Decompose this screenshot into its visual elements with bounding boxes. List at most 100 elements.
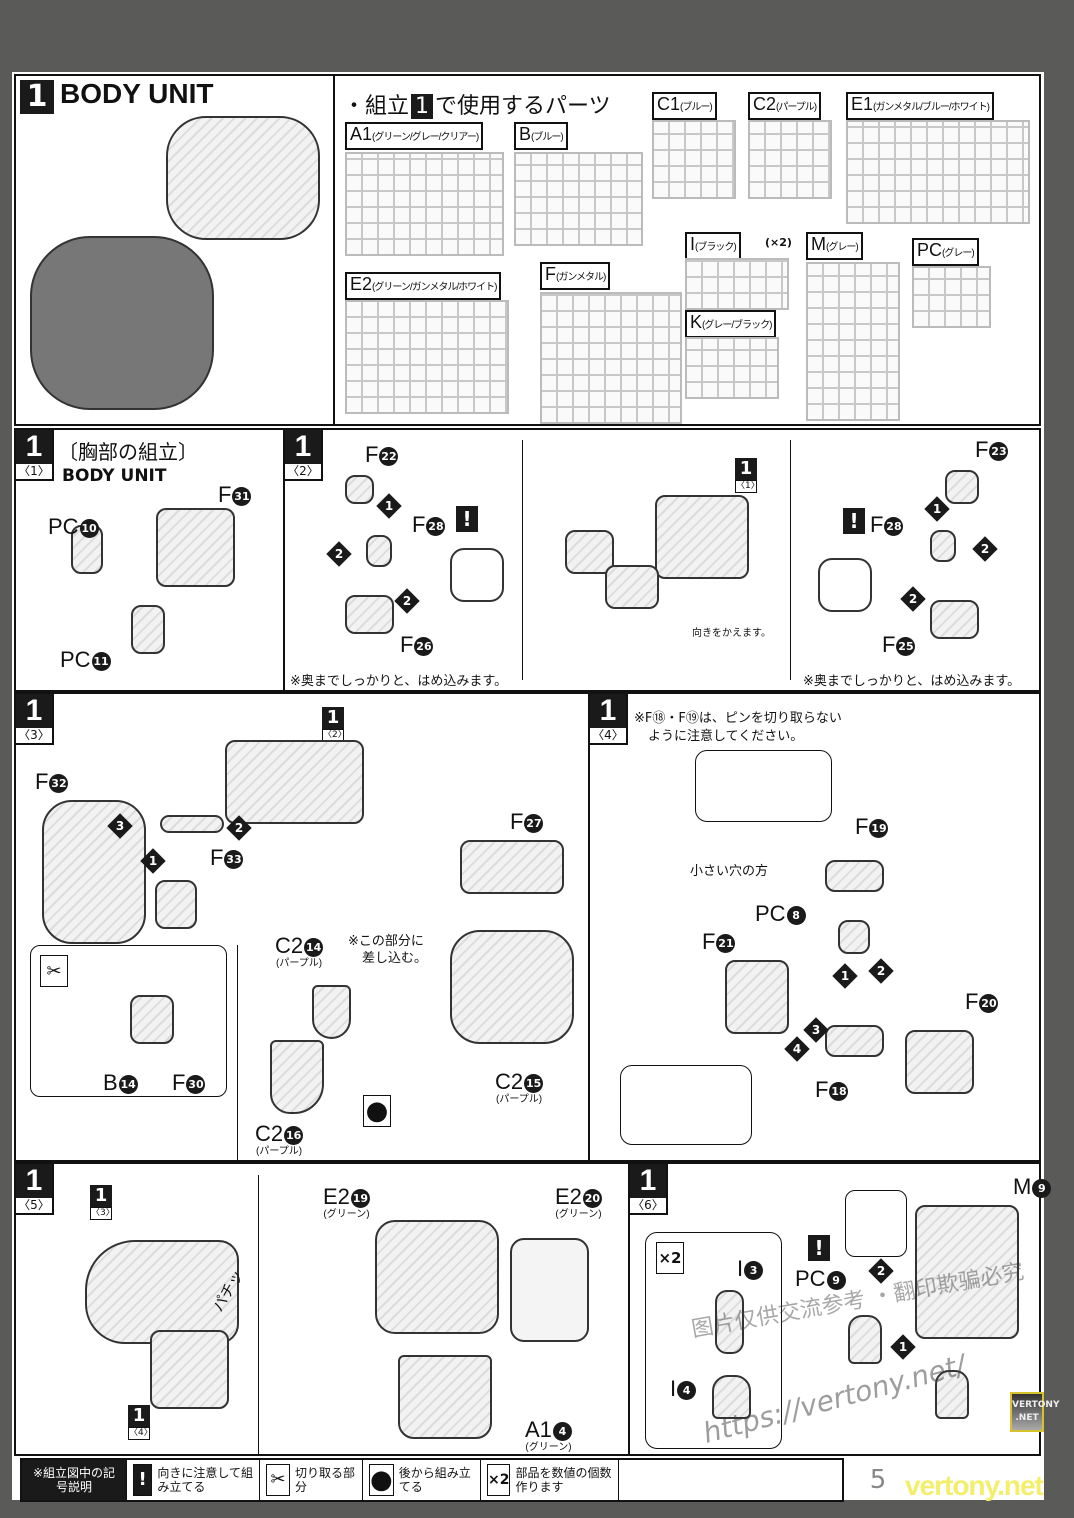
divider (237, 945, 238, 1160)
assembled-body-illustration-top (166, 116, 320, 240)
runner-i (685, 258, 789, 310)
step-order-2-icon: 2 (326, 541, 352, 567)
step-badge: 1〈3〉 (16, 694, 54, 745)
ref-step-1-1: 1〈1〉 (735, 458, 760, 493)
part-f27 (460, 840, 564, 894)
part-f30 (130, 995, 174, 1044)
detail-inset (30, 945, 227, 1097)
turn-note: 向きをかえます。 (692, 628, 771, 639)
runner-label-k: K(グレー/ブラック) (685, 310, 777, 338)
legend-item-orientation: !向きに注意して組み立てる (127, 1460, 260, 1500)
part-step4-assembly (150, 1330, 229, 1409)
step-order-1-icon: 1 (924, 496, 950, 522)
step-badge: 1〈2〉 (285, 430, 323, 481)
step-order-1-icon: 1 (832, 963, 858, 989)
runner-e1 (846, 120, 1030, 224)
runner-label-pc: PC(グレー) (912, 238, 979, 266)
step-order-3-icon: 3 (803, 1017, 829, 1043)
vertony-logo: VERTONY .NET (1010, 1392, 1059, 1432)
fit-note-right: ※奥までしっかりと、はめ込みます。 (803, 674, 1021, 689)
step-order-3-icon: 3 (107, 813, 133, 839)
runner-label-e2: E2(グリーン/ガンメタル/ホワイト) (345, 272, 502, 300)
exclamation-icon: ! (133, 1464, 153, 1496)
step-subtitle: BODY UNIT (62, 466, 167, 486)
runner-label-e1: E1(ガンメタル/ブルー/ホワイト) (846, 92, 994, 120)
part-a1-4 (398, 1355, 492, 1439)
pin-note-line1: ※F⑱・F⑲は、ピンを切り取らない (634, 711, 842, 726)
runner-label-c1: C1(ブルー) (652, 92, 717, 120)
legend-text: 向きに注意して組み立てる (157, 1466, 253, 1494)
part-pc11 (131, 605, 165, 654)
step-order-2-icon: 2 (394, 588, 420, 614)
part-f18 (825, 1025, 884, 1057)
runner-label-f: F(ガンメタル) (540, 262, 611, 290)
step-order-1-icon: 1 (376, 493, 402, 519)
runner-c2 (748, 120, 832, 199)
detail-callout (450, 548, 504, 602)
runner-label-c2: C2(パープル) (748, 92, 822, 120)
step-order-2-icon: 2 (900, 586, 926, 612)
step-order-1-icon: 1 (140, 848, 166, 874)
part-body-core (155, 880, 197, 929)
insert-note-line2: 差し込む。 (362, 951, 428, 966)
part-c2-14 (312, 985, 351, 1039)
legend-text: 切り取る部分 (295, 1466, 356, 1494)
part-f28 (930, 530, 956, 562)
part-f23 (945, 470, 979, 504)
step-title: 〔胸部の組立〕 (58, 440, 198, 464)
detail-callout (845, 1190, 907, 1257)
divider (790, 440, 791, 680)
step-order-2-icon: 2 (868, 1258, 894, 1284)
detail-callout-top (695, 750, 832, 822)
part-pc8 (838, 920, 870, 954)
part-f33 (160, 815, 224, 833)
section-title: BODY UNIT (60, 78, 214, 109)
later-assembly-icon: ● (363, 1095, 391, 1127)
part-f31-assembly (655, 495, 749, 579)
parts-heading-suffix: で使用するパーツ (435, 94, 611, 119)
detail-inset (645, 1232, 782, 1449)
part-f22 (345, 475, 374, 504)
pin-note-line2: ように注意してください。 (648, 729, 804, 744)
legend-text: 部品を数値の個数作ります (515, 1466, 612, 1494)
step-order-1-icon: 1 (890, 1334, 916, 1360)
step-order-4-icon: 4 (784, 1036, 810, 1062)
part-i4 (712, 1375, 751, 1419)
part-body-front (375, 1220, 499, 1334)
symbol-legend: ※組立図中の記号説明 !向きに注意して組み立てる ✂切り取る部分 ●後から組み立… (20, 1458, 844, 1502)
part-f32 (42, 800, 146, 944)
step-badge: 1〈5〉 (16, 1164, 54, 1215)
step-order-2-icon: 2 (226, 815, 252, 841)
divider (522, 440, 523, 680)
parts-heading-prefix: ・組立 (343, 94, 410, 119)
part-f21 (725, 960, 789, 1034)
part-f20 (905, 1030, 974, 1094)
runner-label-i: I(ブラック) (685, 232, 741, 260)
part-c2-16 (270, 1040, 324, 1114)
step-badge: 1〈1〉 (16, 430, 54, 481)
legend-item-later: ●後から組み立てる (363, 1460, 481, 1500)
runner-label-m: M(グレー) (806, 232, 863, 260)
runner-k (685, 337, 779, 399)
assembled-body-illustration-bottom (30, 236, 214, 410)
